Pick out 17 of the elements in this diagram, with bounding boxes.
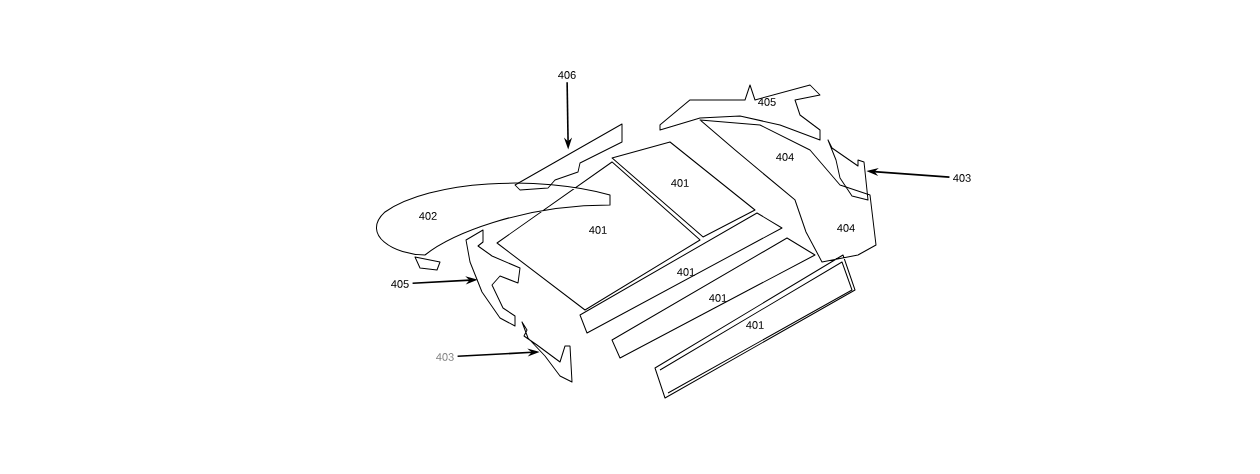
callout-number: 401 [746, 321, 764, 329]
callout-number: 401 [589, 226, 607, 234]
callout-number: 402 [419, 212, 437, 220]
callout-number: 401 [677, 268, 695, 276]
trim-part [827, 139, 869, 201]
callout-number: 403 [436, 353, 454, 361]
callout-number: 406 [558, 71, 576, 79]
callout-number: 405 [391, 280, 409, 288]
trim-part [521, 321, 573, 383]
callout-number: 401 [671, 179, 689, 187]
trim-part [514, 123, 623, 191]
callout-number: 403 [953, 174, 971, 182]
callout-number: 401 [709, 294, 727, 302]
callout-number: 404 [776, 153, 794, 161]
callout-number: 405 [758, 98, 776, 106]
callout-number: 404 [837, 224, 855, 232]
trim-part [465, 229, 521, 327]
